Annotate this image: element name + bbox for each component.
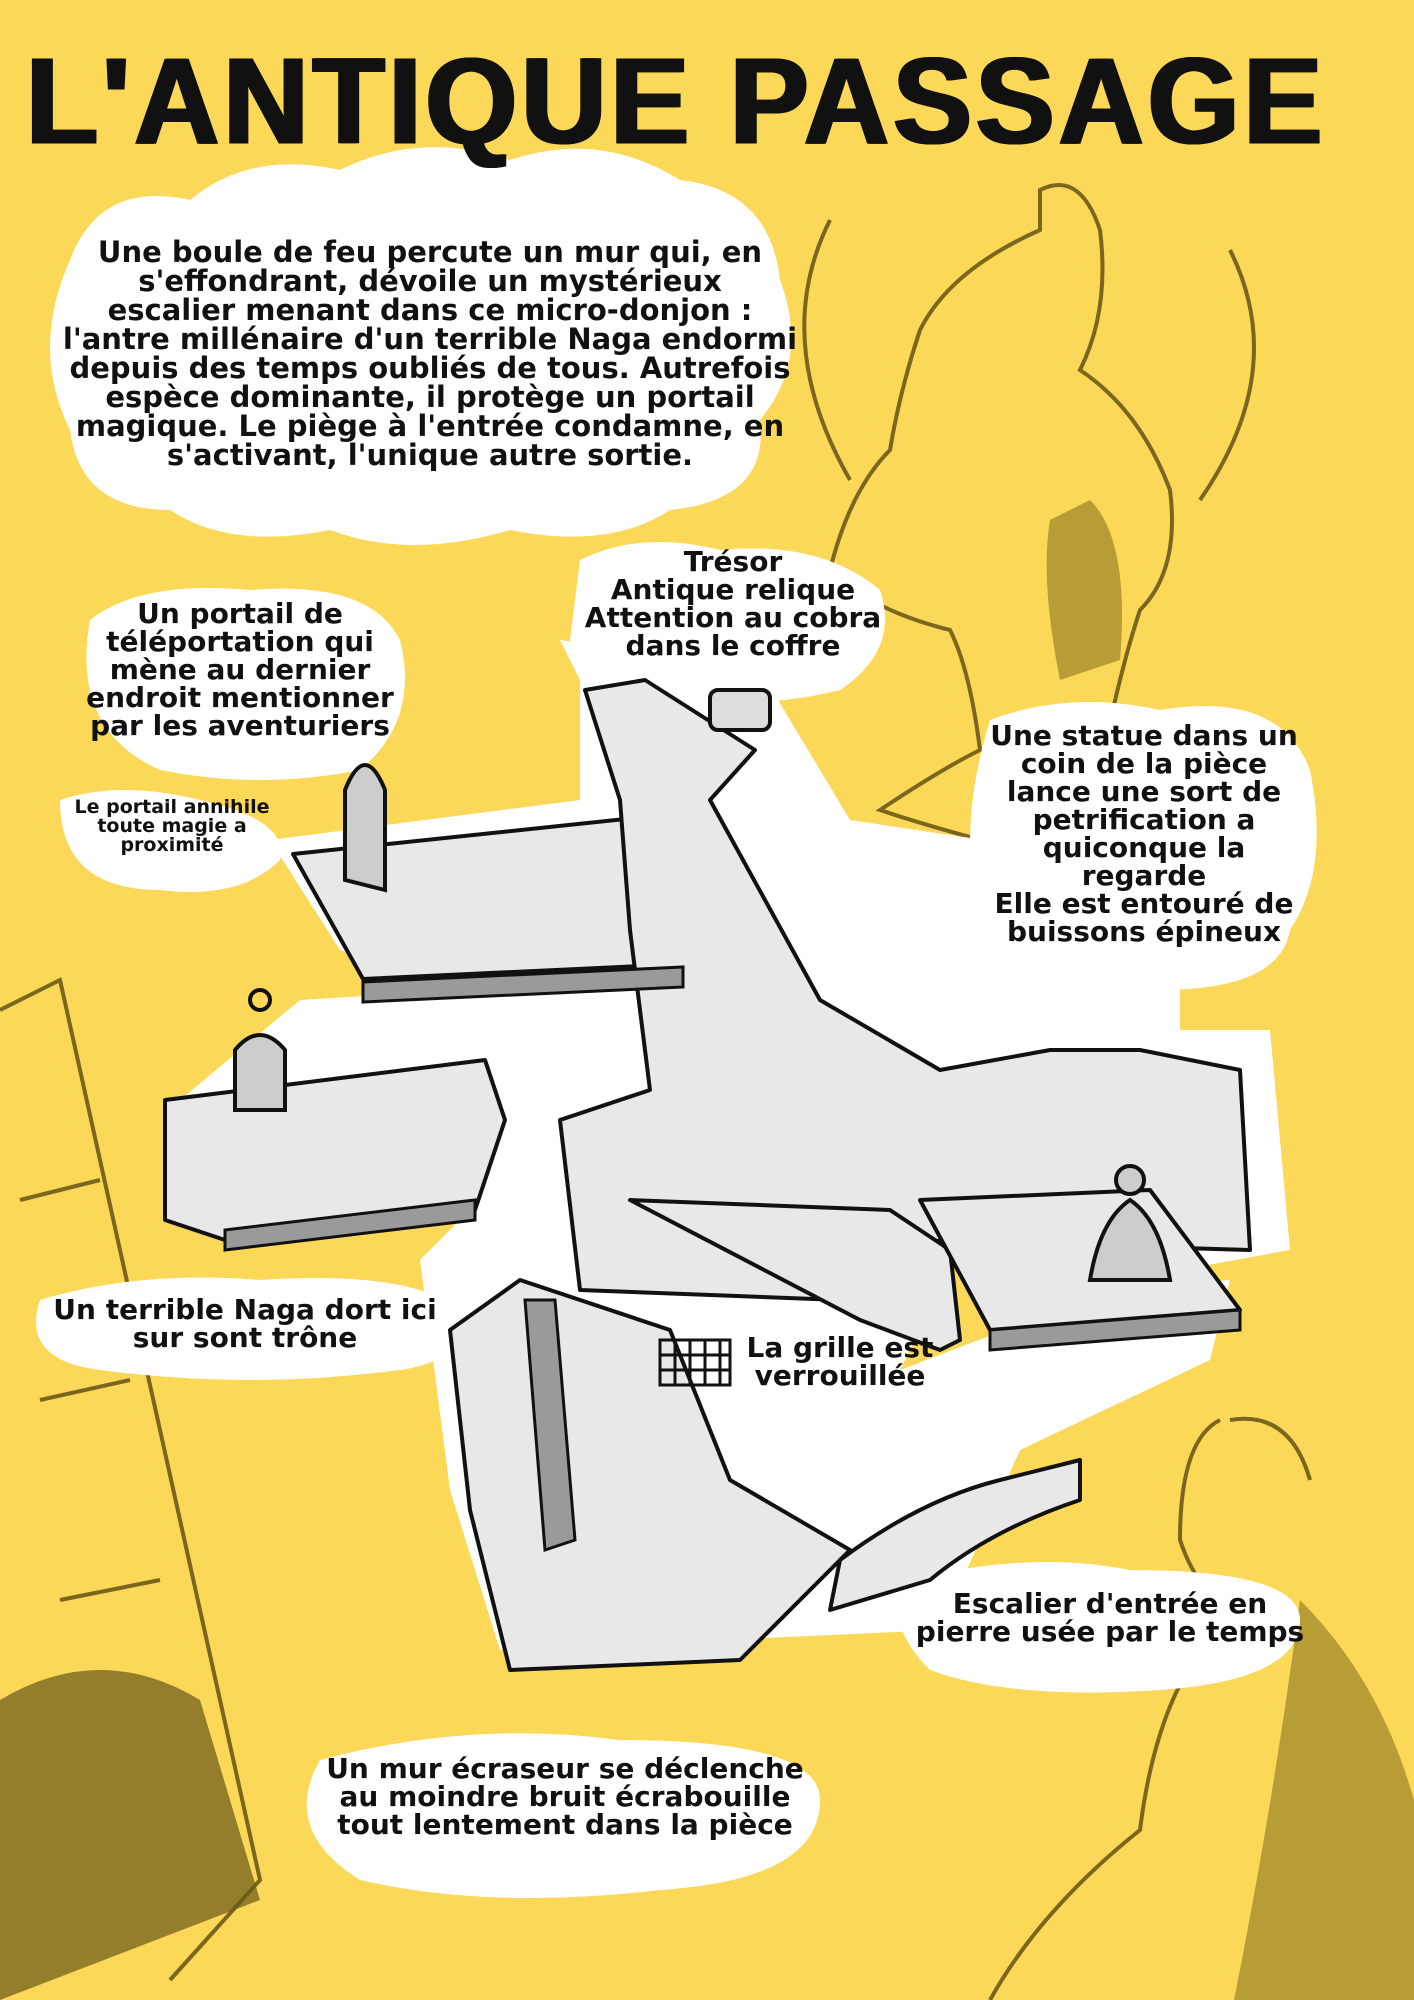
label-statue: Une statue dans un coin de la pièce lanc…: [990, 719, 1298, 948]
naga-body-shading: [1046, 500, 1122, 680]
wall-shading: [223, 965, 1242, 1553]
label-portal-note: Le portail annihile toute magie a proxim…: [74, 796, 270, 856]
naga-statue-sketch: [802, 183, 1256, 853]
chest-icon: [708, 688, 772, 732]
throne-icon: [233, 988, 287, 1112]
label-grate: La grille est verrouillée: [746, 1331, 934, 1392]
label-portal: Un portail de téléportation qui mène au …: [86, 597, 394, 742]
page-title: L'ANTIQUE PASSAGE: [26, 32, 1327, 171]
ruined-pillar-sketch: [0, 977, 263, 1982]
label-naga: Un terrible Naga dort ici sur sont trône: [53, 1293, 437, 1354]
label-crusher: Un mur écraseur se déclenche au moindre …: [326, 1752, 804, 1841]
statue-icon: [1087, 1164, 1173, 1282]
label-treasure: Trésor Antique relique Attention au cobr…: [584, 545, 882, 662]
grate-icon: [658, 1338, 732, 1387]
ruins-shading: [0, 1670, 260, 2000]
buddha-shading: [1234, 1600, 1414, 2000]
label-stairs: Escalier d'entrée en pierre usée par le …: [915, 1587, 1305, 1648]
portal-icon: [343, 763, 387, 893]
intro-text: Une boule de feu percute un mur qui, en …: [62, 235, 798, 472]
